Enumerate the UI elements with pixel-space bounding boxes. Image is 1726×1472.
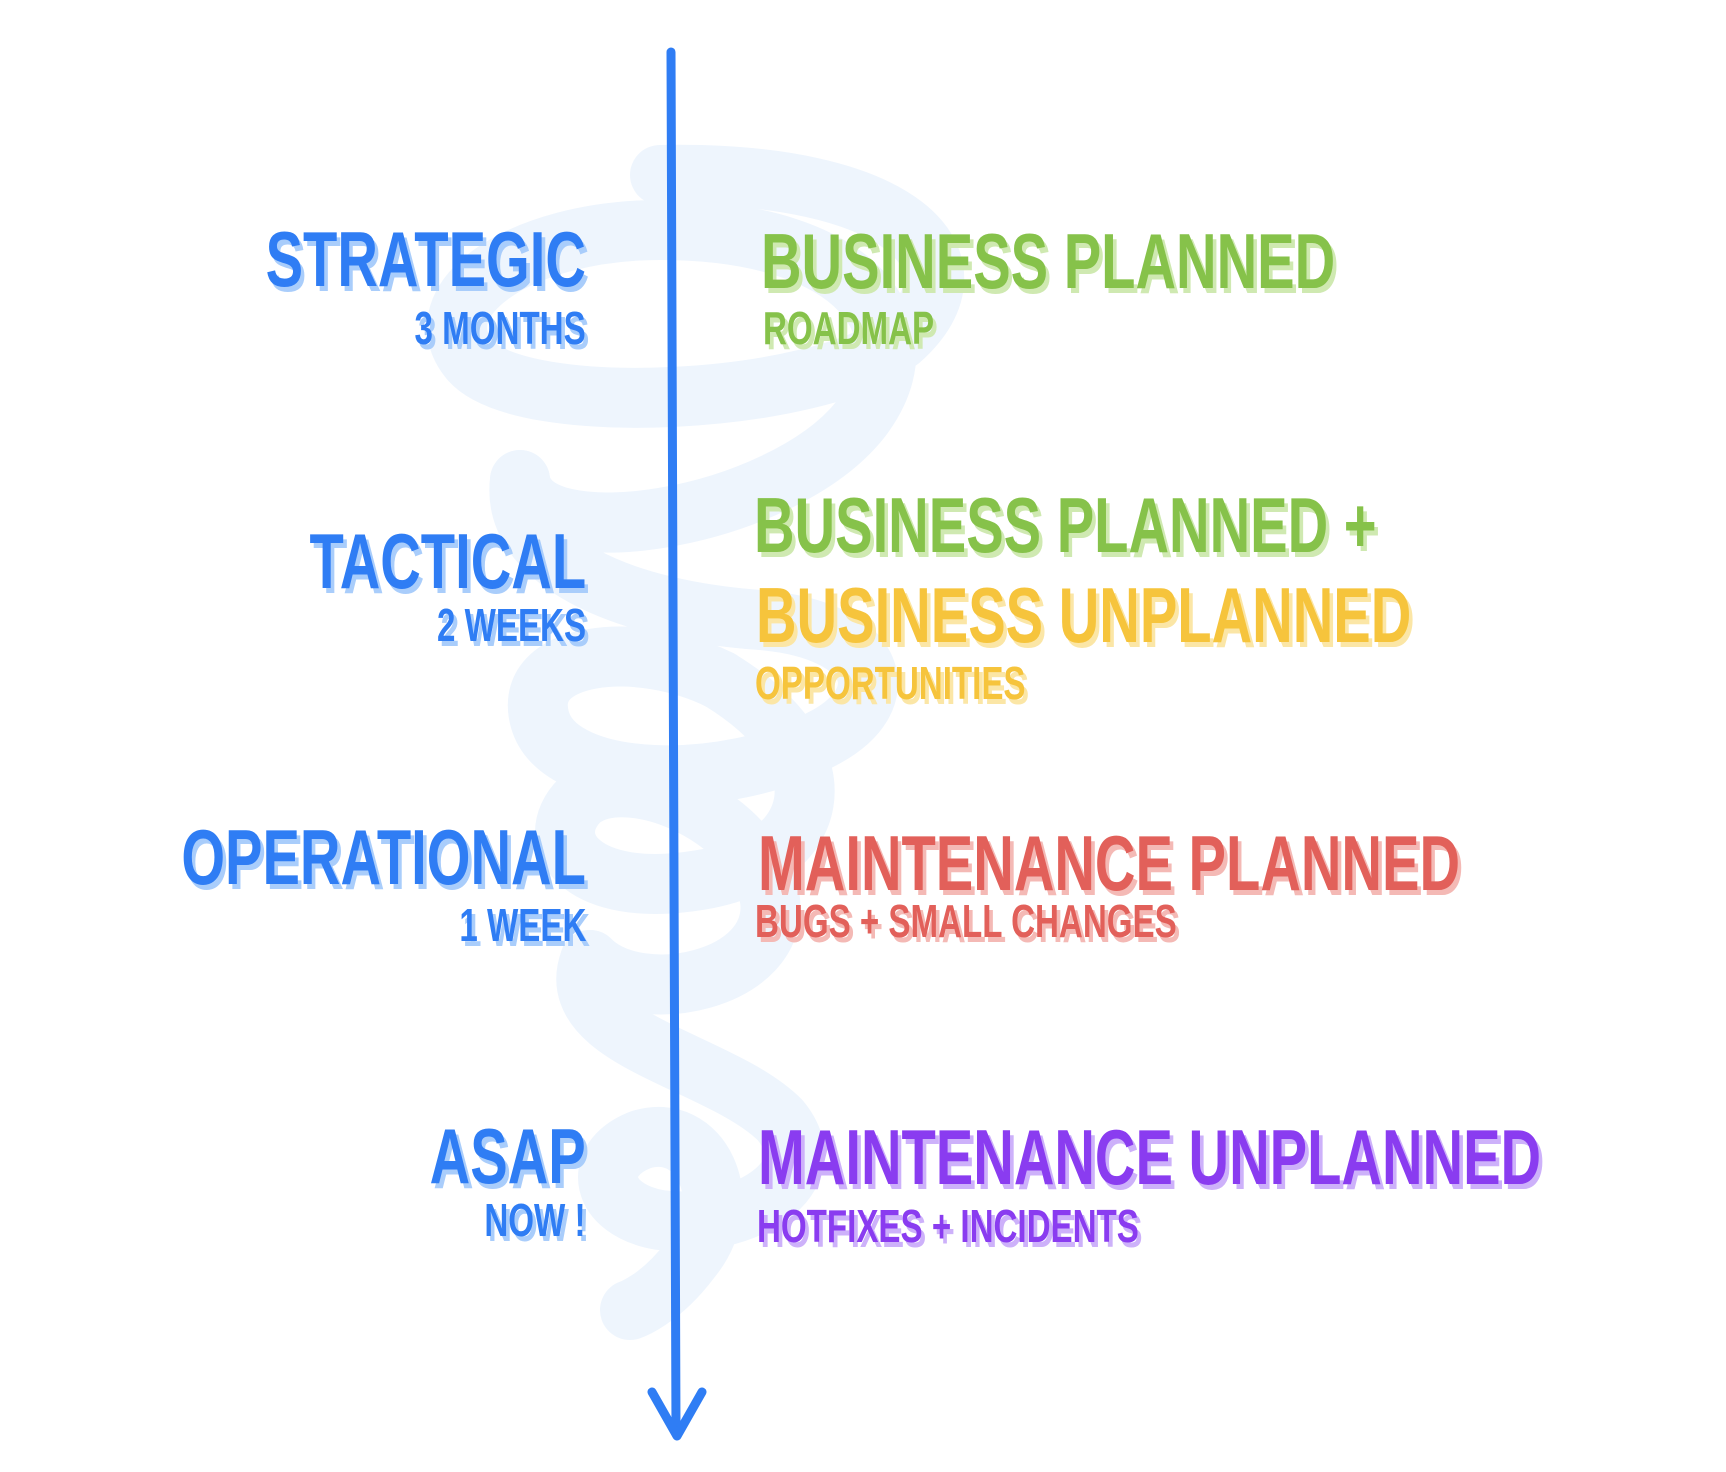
level-tactical-title: Tactical — [309, 517, 586, 605]
level-asap-title: ASAP — [429, 1112, 586, 1200]
work-asap-note: Hotfixes + incidents — [757, 1200, 1139, 1252]
work-tactical-title-unplanned: Business Unplanned — [756, 571, 1412, 659]
work-operational-note: Bugs + small changes — [755, 895, 1177, 947]
level-strategic-title: Strategic — [265, 215, 586, 303]
level-asap-horizon: now ! — [484, 1194, 586, 1246]
timeline-arrow — [647, 47, 707, 1441]
work-asap-title: Maintenance Unplanned — [758, 1113, 1542, 1201]
level-strategic-horizon: 3 months — [414, 302, 586, 354]
level-operational-horizon: 1 week — [459, 899, 586, 951]
timeline-axis-line — [666, 47, 681, 1437]
work-tactical-title-planned: Business Planned + — [754, 481, 1377, 569]
work-tactical-note: Opportunities — [755, 657, 1026, 709]
work-strategic-title: Business Planned — [761, 217, 1336, 305]
level-operational-title: Operational — [181, 813, 586, 901]
work-strategic-note: Roadmap — [763, 302, 935, 354]
arrow-head-icon — [647, 1387, 707, 1441]
work-operational-title: Maintenance Planned — [758, 819, 1460, 907]
spiral-background — [427, 144, 965, 1340]
level-tactical-horizon: 2 weeks — [436, 599, 586, 651]
